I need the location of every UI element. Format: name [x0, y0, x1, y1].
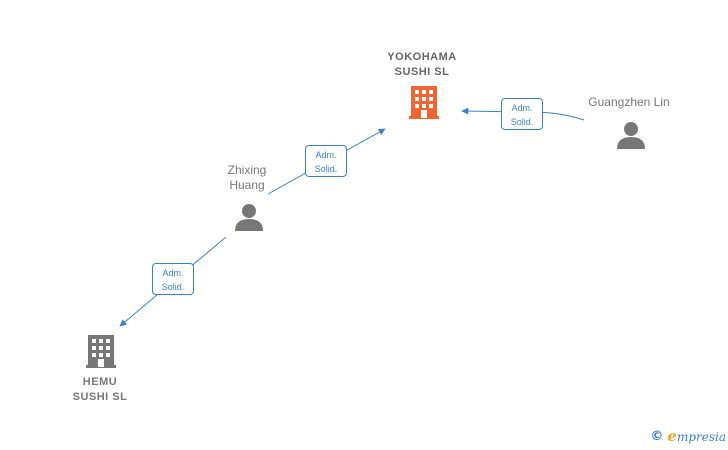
- edge-role: Adm.: [162, 268, 184, 278]
- edge-role-type: Solid.: [161, 282, 185, 292]
- edge-role: Adm.: [315, 150, 337, 160]
- person-icon: [617, 122, 645, 149]
- building-icon: [409, 86, 439, 119]
- person-icon: [235, 204, 263, 231]
- edge-label-zhixing-hemu: Adm. Solid.: [152, 263, 194, 295]
- company-name-hemu[interactable]: HEMU SUSHI SL: [72, 376, 128, 403]
- copyright-icon: ©: [650, 428, 664, 444]
- edge-role-type: Solid.: [510, 117, 534, 127]
- person-name-zhixing[interactable]: Zhixing Huang: [227, 163, 267, 192]
- empresia-logo[interactable]: empresia: [667, 427, 726, 445]
- company-name-yokohama[interactable]: YOKOHAMA SUSHI SL: [387, 51, 457, 78]
- footer-brand: © empresia: [650, 426, 726, 446]
- edge-label-guangzhen-yokohama: Adm. Solid.: [501, 98, 543, 130]
- person-name-guangzhen[interactable]: Guangzhen Lin: [588, 95, 670, 109]
- edge-label-zhixing-yokohama: Adm. Solid.: [305, 145, 347, 177]
- edge-role: Adm.: [511, 103, 533, 113]
- building-icon: [86, 335, 116, 368]
- edge-role-type: Solid.: [314, 164, 338, 174]
